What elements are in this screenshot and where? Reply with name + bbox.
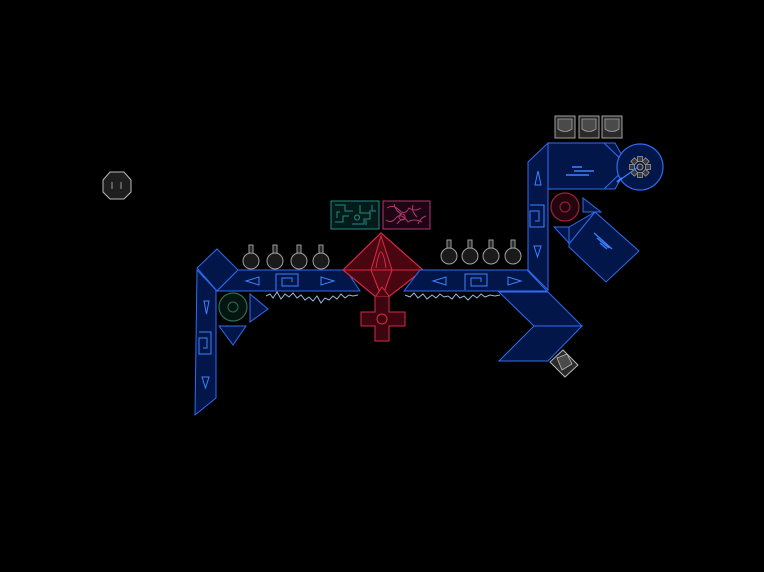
left-emitter-triangle — [249, 292, 269, 323]
down-arrow-icon — [203, 300, 210, 315]
turbine-blade — [645, 164, 651, 170]
turbine-blade — [637, 172, 643, 178]
right-spark-line — [404, 292, 501, 301]
meander-glyph-icon — [198, 331, 212, 355]
magenta-circuit-panel[interactable] — [382, 200, 431, 230]
turbine-icon[interactable] — [616, 143, 664, 191]
meander-glyph-icon — [464, 273, 488, 290]
left-port-row — [242, 244, 330, 270]
right-port-row — [440, 239, 522, 265]
lower-chute-lower — [497, 325, 584, 362]
bin-icon[interactable] — [601, 115, 623, 139]
down-arrow-icon — [201, 376, 210, 390]
right-arrow-icon — [507, 276, 523, 286]
top-right-machine — [547, 142, 629, 190]
reactor-core-icon[interactable] — [342, 232, 424, 303]
bin-icon[interactable] — [578, 115, 600, 139]
ramp-block — [568, 211, 640, 283]
knob-icon[interactable] — [312, 244, 330, 270]
knob-icon[interactable] — [290, 244, 308, 270]
teal-circuit-panel[interactable] — [330, 200, 380, 230]
floating-core-icon[interactable] — [102, 171, 132, 200]
knob-icon[interactable] — [461, 239, 479, 265]
dash-glyph-icon — [593, 232, 613, 250]
right-emitter-triangle — [582, 196, 603, 213]
left-spark-line — [265, 291, 359, 304]
bin-row — [554, 115, 623, 139]
crimson-sensor-icon[interactable] — [550, 192, 580, 222]
left-horizontal-conveyor — [215, 269, 361, 292]
turbine-blade — [630, 157, 639, 166]
left-down-triangle — [218, 325, 247, 346]
left-vertical-conveyor — [194, 268, 217, 417]
right-horizontal-conveyor — [402, 269, 549, 292]
turbine-blade — [637, 156, 643, 162]
turbine-blade — [641, 168, 650, 177]
left-arrow-icon — [244, 276, 260, 286]
turbine-blade — [629, 164, 635, 170]
knob-icon[interactable] — [266, 244, 284, 270]
right-vertical-conveyor — [527, 141, 549, 292]
lower-drone-icon[interactable] — [549, 349, 579, 378]
up-arrow-icon — [534, 170, 542, 186]
turbine-blade — [641, 157, 650, 166]
knob-icon[interactable] — [482, 239, 500, 265]
bin-icon[interactable] — [554, 115, 576, 139]
green-sensor-icon[interactable] — [218, 292, 248, 322]
dash-glyph-icon — [566, 166, 594, 176]
knob-icon[interactable] — [504, 239, 522, 265]
cross-coupler-icon[interactable] — [360, 286, 406, 342]
meander-glyph-icon — [275, 273, 299, 290]
right-arrow-icon — [320, 276, 336, 286]
meander-glyph-icon — [529, 204, 545, 228]
down-arrow-icon — [533, 245, 542, 259]
knob-icon[interactable] — [440, 239, 458, 265]
left-arrow-icon — [431, 276, 447, 286]
knob-icon[interactable] — [242, 244, 260, 270]
